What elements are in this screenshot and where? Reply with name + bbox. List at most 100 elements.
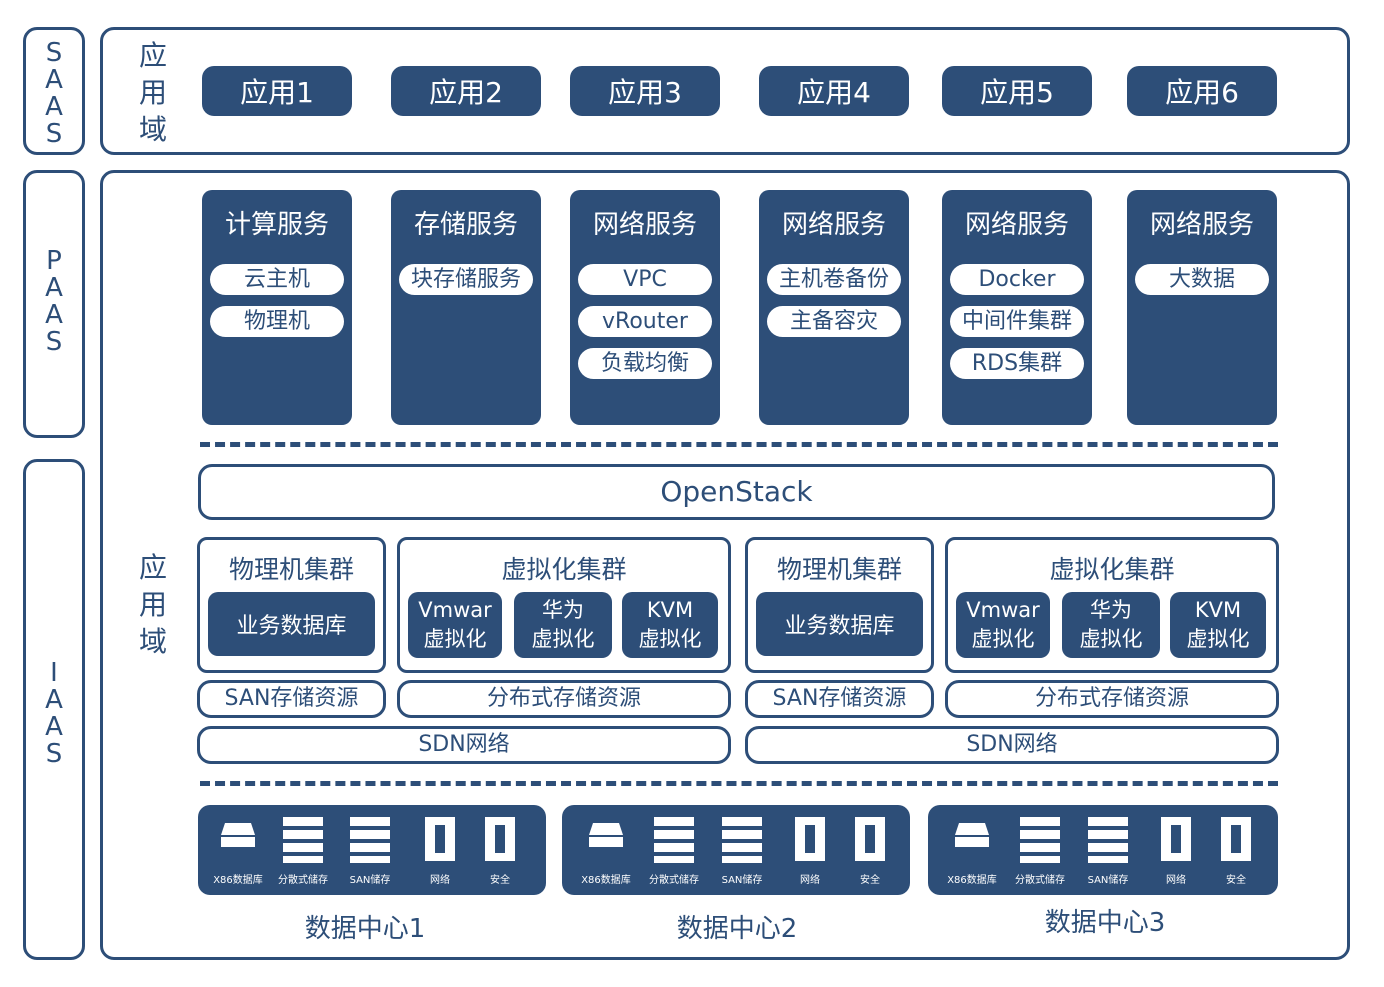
virt-name: 华为 <box>1090 598 1132 622</box>
device-label: 分散式储存 <box>278 875 328 886</box>
app-6[interactable]: 应用6 <box>1127 66 1277 116</box>
device-label: SAN储存 <box>1087 875 1129 886</box>
business-database[interactable]: 业务数据库 <box>208 592 375 656</box>
network-icon <box>1161 817 1191 861</box>
datacenter-3-name: 数据中心3 <box>1044 908 1166 938</box>
security-icon <box>1221 817 1251 861</box>
app-2[interactable]: 应用2 <box>391 66 541 116</box>
business-database[interactable]: 业务数据库 <box>756 592 923 656</box>
huawei-virtualization[interactable]: 华为 虚拟化 <box>1062 592 1160 658</box>
app-3[interactable]: 应用3 <box>570 66 720 116</box>
virt-name: 华为 <box>542 598 584 622</box>
device-label: 分散式储存 <box>1015 875 1065 886</box>
device-security[interactable]: 安全 <box>840 805 900 895</box>
service-item[interactable]: 负载均衡 <box>578 348 712 379</box>
device-label: X86数据库 <box>581 875 631 886</box>
datacenter-1-name: 数据中心1 <box>304 914 426 944</box>
device-san-storage[interactable]: SAN储存 <box>712 805 772 895</box>
service-item[interactable]: RDS集群 <box>950 348 1084 379</box>
service-network-4: 网络服务 大数据 <box>1127 190 1277 425</box>
service-network-3: 网络服务 Docker 中间件集群 RDS集群 <box>942 190 1092 425</box>
sdn-network-bar[interactable]: SDN网络 <box>745 726 1279 764</box>
service-item[interactable]: VPC <box>578 264 712 295</box>
device-label: 网络 <box>800 875 820 886</box>
kvm-virtualization[interactable]: KVM 虚拟化 <box>1170 592 1266 658</box>
virt-name: KVM <box>646 598 694 622</box>
datacenter-3-hardware: X86数据库 分散式储存 SAN储存 网络 安全 <box>928 805 1278 895</box>
device-network[interactable]: 网络 <box>410 805 470 895</box>
virt-type: 虚拟化 <box>531 627 595 651</box>
app-domain-label: 应 用 域 <box>138 39 167 146</box>
device-san-storage[interactable]: SAN储存 <box>340 805 400 895</box>
service-item[interactable]: 中间件集群 <box>950 306 1084 337</box>
device-x86-database[interactable]: X86数据库 <box>208 805 268 895</box>
service-compute: 计算服务 云主机 物理机 <box>202 190 352 425</box>
san-storage-bar[interactable]: SAN存储资源 <box>197 680 386 718</box>
app-5[interactable]: 应用5 <box>942 66 1092 116</box>
device-label: X86数据库 <box>947 875 997 886</box>
virt-type: 虚拟化 <box>1079 627 1143 651</box>
device-distributed-storage[interactable]: 分散式储存 <box>644 805 704 895</box>
openstack-bar[interactable]: OpenStack <box>198 464 1275 520</box>
platform-domain-label: 应 用 域 <box>138 551 167 658</box>
physical-cluster-title: 物理机集群 <box>776 555 902 584</box>
service-item[interactable]: 大数据 <box>1135 264 1269 295</box>
distributed-storage-bar[interactable]: 分布式存储资源 <box>397 680 731 718</box>
device-x86-database[interactable]: X86数据库 <box>942 805 1002 895</box>
device-label: 网络 <box>1166 875 1186 886</box>
service-network-1: 网络服务 VPC vRouter 负载均衡 <box>570 190 720 425</box>
device-label: SAN储存 <box>349 875 391 886</box>
device-label: X86数据库 <box>213 875 263 886</box>
vmware-virtualization[interactable]: Vmwar 虚拟化 <box>956 592 1050 658</box>
virtualization-cluster-title: 虚拟化集群 <box>1049 555 1175 584</box>
server-icon <box>955 823 989 847</box>
service-item[interactable]: 物理机 <box>210 306 344 337</box>
app-1[interactable]: 应用1 <box>202 66 352 116</box>
device-label: 安全 <box>1226 875 1246 886</box>
paas-layer: P A A S <box>23 170 85 438</box>
paas-label: P A A S <box>45 246 63 357</box>
datacenter-1-hardware: X86数据库 分散式储存 SAN储存 网络 安全 <box>198 805 546 895</box>
san-storage-bar[interactable]: SAN存储资源 <box>745 680 934 718</box>
divider-dashed-top <box>200 442 1278 447</box>
device-security[interactable]: 安全 <box>470 805 530 895</box>
physical-cluster: 物理机集群 业务数据库 <box>745 537 934 673</box>
sdn-network-bar[interactable]: SDN网络 <box>197 726 731 764</box>
virtualization-cluster: 虚拟化集群 Vmwar 虚拟化 华为 虚拟化 KVM 虚拟化 <box>945 537 1279 673</box>
rack-icon <box>722 817 762 863</box>
device-security[interactable]: 安全 <box>1206 805 1266 895</box>
app-4[interactable]: 应用4 <box>759 66 909 116</box>
device-label: 安全 <box>860 875 880 886</box>
device-label: 分散式储存 <box>649 875 699 886</box>
security-icon <box>855 817 885 861</box>
kvm-virtualization[interactable]: KVM 虚拟化 <box>622 592 718 658</box>
service-title: 计算服务 <box>224 210 329 240</box>
physical-cluster-title: 物理机集群 <box>228 555 354 584</box>
device-label: SAN储存 <box>721 875 763 886</box>
service-item[interactable]: 块存储服务 <box>399 264 533 295</box>
device-x86-database[interactable]: X86数据库 <box>576 805 636 895</box>
device-san-storage[interactable]: SAN储存 <box>1078 805 1138 895</box>
service-title: 网络服务 <box>964 210 1069 240</box>
device-distributed-storage[interactable]: 分散式储存 <box>273 805 333 895</box>
virt-name: Vmwar <box>966 598 1040 622</box>
saas-layer: S A A S <box>23 27 85 155</box>
service-item[interactable]: 主备容灾 <box>767 306 901 337</box>
virt-type: 虚拟化 <box>638 627 702 651</box>
device-label: 网络 <box>430 875 450 886</box>
service-storage: 存储服务 块存储服务 <box>391 190 541 425</box>
service-title: 网络服务 <box>1149 210 1254 240</box>
service-item[interactable]: vRouter <box>578 306 712 337</box>
device-network[interactable]: 网络 <box>780 805 840 895</box>
virtualization-cluster: 虚拟化集群 Vmwar 虚拟化 华为 虚拟化 KVM 虚拟化 <box>397 537 731 673</box>
device-label: 安全 <box>490 875 510 886</box>
distributed-storage-bar[interactable]: 分布式存储资源 <box>945 680 1279 718</box>
device-distributed-storage[interactable]: 分散式储存 <box>1010 805 1070 895</box>
service-item[interactable]: Docker <box>950 264 1084 295</box>
service-item[interactable]: 主机卷备份 <box>767 264 901 295</box>
virt-type: 虚拟化 <box>971 627 1035 651</box>
service-item[interactable]: 云主机 <box>210 264 344 295</box>
device-network[interactable]: 网络 <box>1146 805 1206 895</box>
huawei-virtualization[interactable]: 华为 虚拟化 <box>514 592 612 658</box>
vmware-virtualization[interactable]: Vmwar 虚拟化 <box>408 592 502 658</box>
